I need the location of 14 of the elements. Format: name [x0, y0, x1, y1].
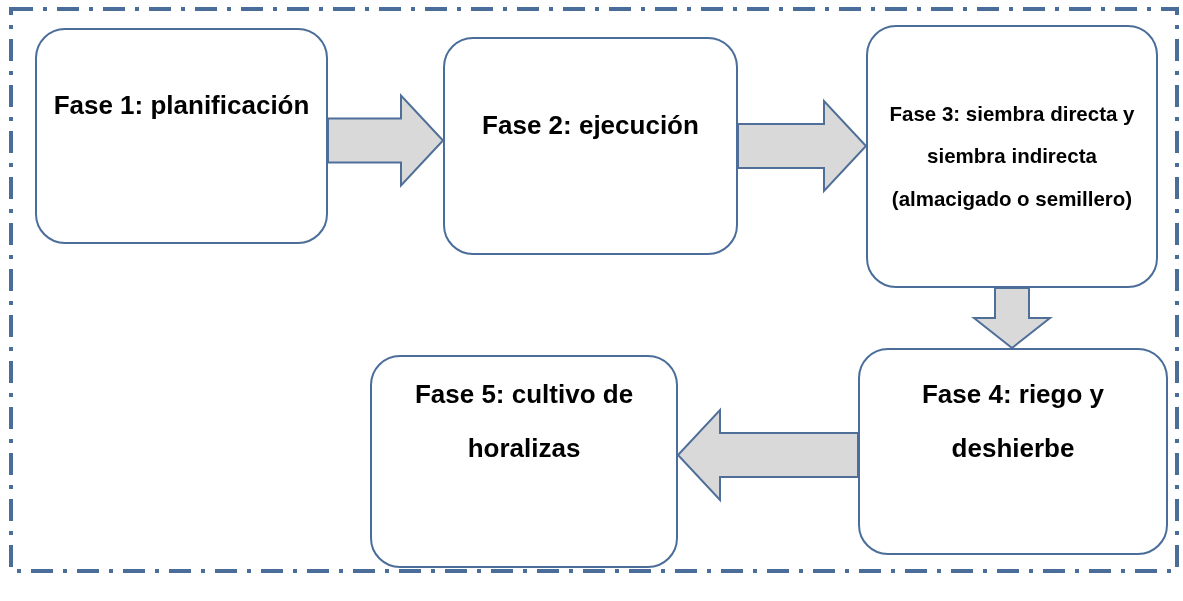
block-arrow	[327, 92, 445, 189]
process-box	[35, 28, 328, 244]
phase-label: Fase 1: planificación	[53, 89, 310, 123]
phase-label: Fase 3: siembra directa y siembra indirecta (almacigado o semillero)	[888, 101, 1136, 212]
process-box	[443, 37, 738, 255]
process-box	[858, 348, 1168, 555]
process-box	[370, 355, 678, 568]
phase-label: Fase 5: cultivo de horalizas	[413, 378, 635, 465]
block-arrow	[971, 287, 1053, 350]
phase-label: Fase 2: ejecución	[482, 109, 699, 143]
process-box	[866, 25, 1158, 288]
block-arrow	[676, 407, 859, 503]
phase-label: Fase 4: riego y deshierbe	[920, 378, 1106, 465]
block-arrow	[737, 98, 868, 194]
